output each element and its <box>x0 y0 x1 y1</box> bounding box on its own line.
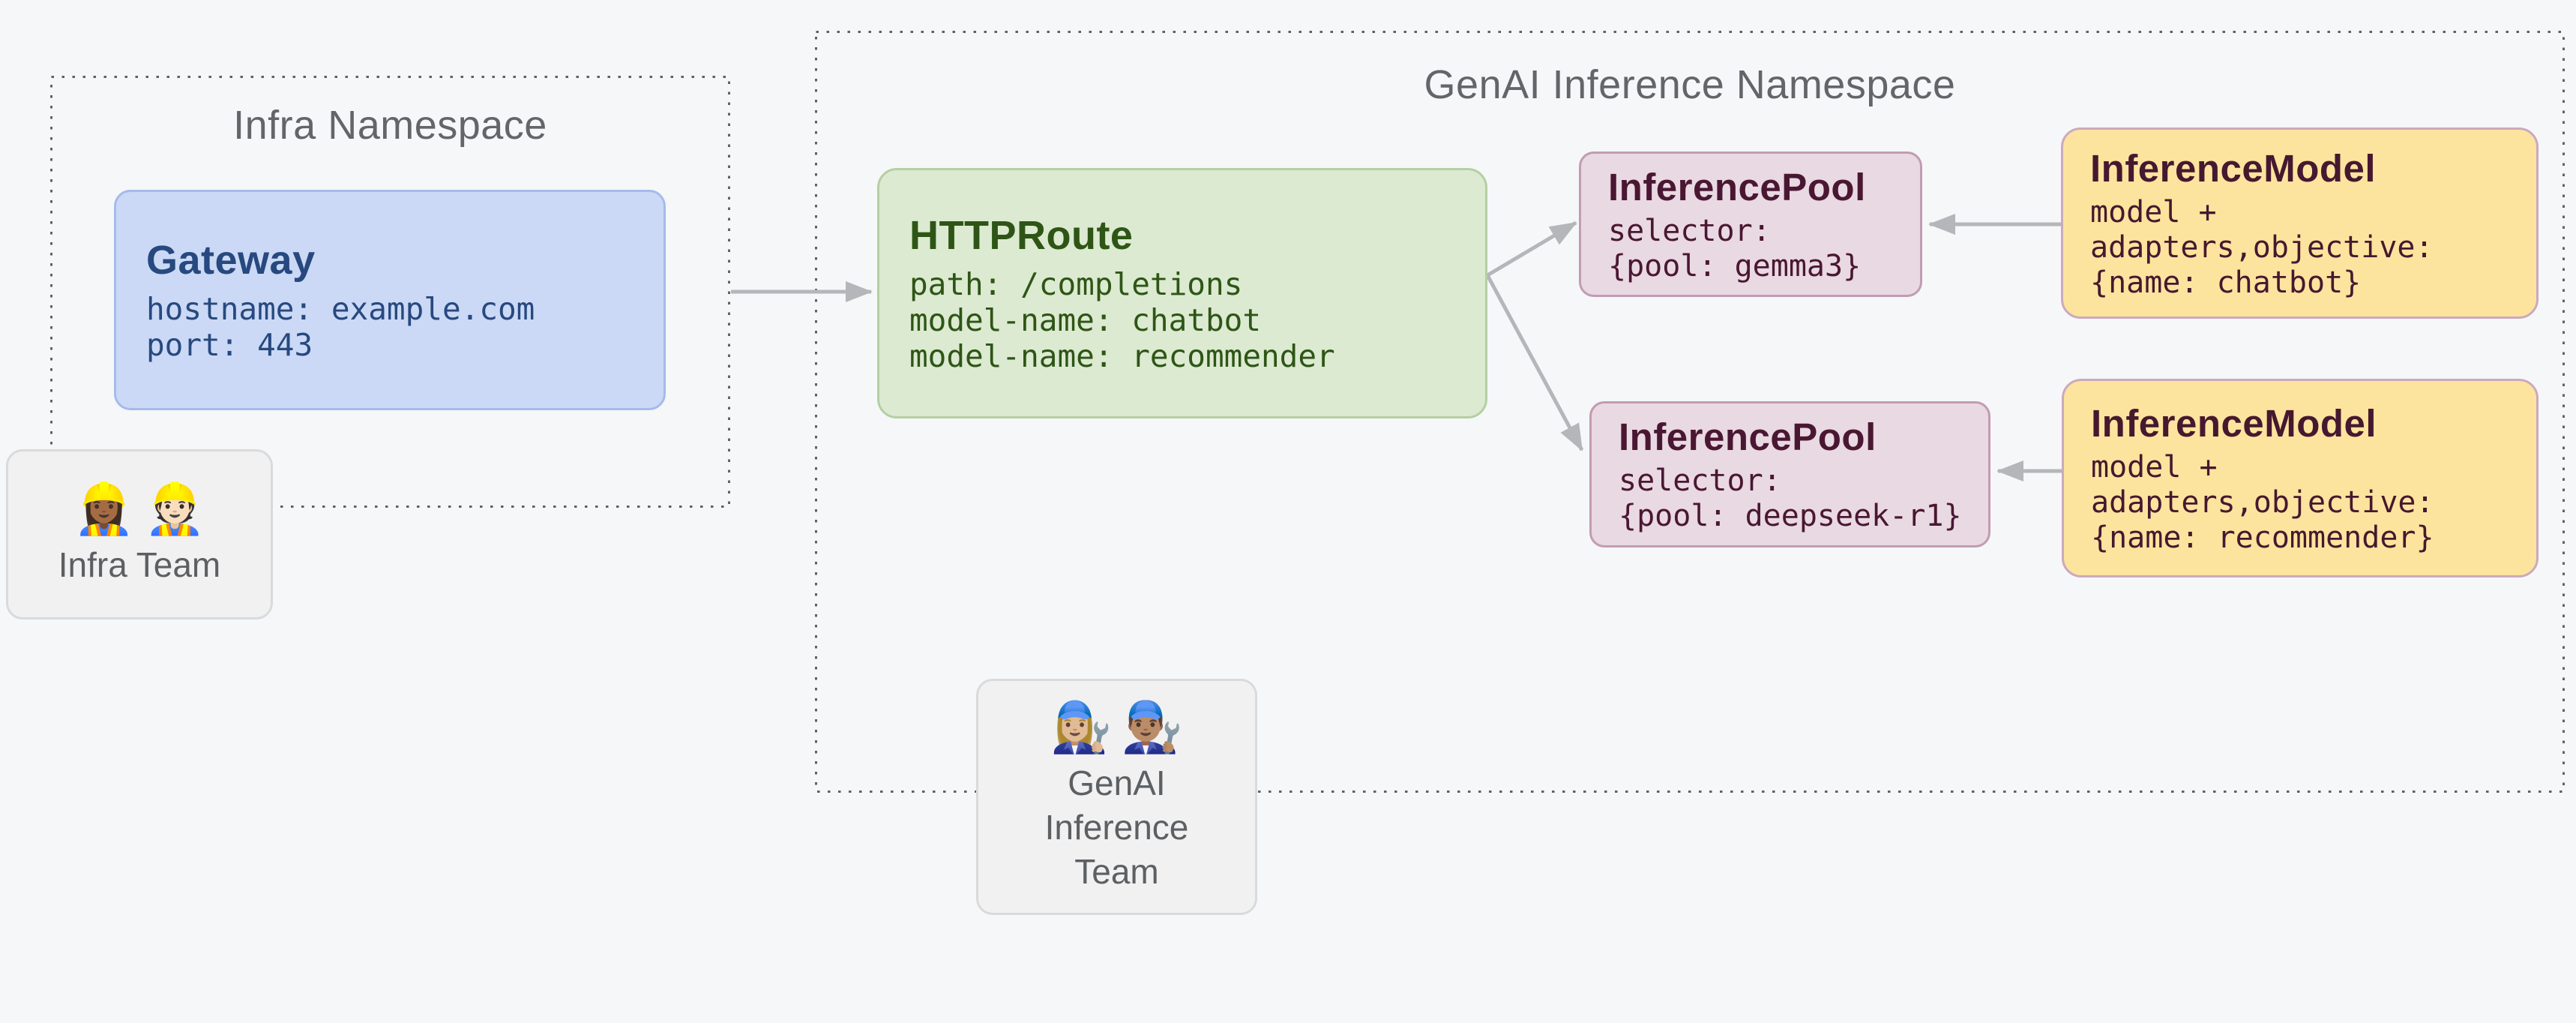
inference-model-recommender-line-2: adapters,objective: <box>2091 484 2434 520</box>
inference-pool-gemma3-value-line: {pool: gemma3} <box>1608 248 1862 284</box>
genai-team-emojis: 👩🏼‍🔧 👨🏽‍🔧 <box>1050 700 1182 754</box>
inference-pool-deepseek-value-line: {pool: deepseek-r1} <box>1619 499 1962 533</box>
inference-pool-deepseek-node: InferencePool selector: {pool: deepseek-… <box>1589 401 1990 548</box>
inference-model-recommender-line-1: model + <box>2091 449 2218 484</box>
man-mechanic-icon: 👨🏽‍🔧 <box>1121 698 1183 754</box>
genai-team-label-line-3: Team <box>1074 852 1159 892</box>
inference-pool-gemma3-selector-line: selector: <box>1608 213 1771 248</box>
inference-pool-gemma3-node: InferencePool selector: {pool: gemma3} <box>1579 152 1922 297</box>
arrow-httproute-to-pool-deepseek <box>1485 274 1584 452</box>
httproute-node-title: HTTPRoute <box>909 213 1134 258</box>
inference-model-chatbot-line-1: model + <box>2090 194 2217 230</box>
inference-pool-deepseek-title: InferencePool <box>1619 416 1877 458</box>
genai-inference-team-box: 👩🏼‍🔧 👨🏽‍🔧 GenAI Inference Team <box>976 679 1257 915</box>
genai-team-label-line-1: GenAI <box>1068 764 1166 803</box>
woman-mechanic-icon: 👩🏼‍🔧 <box>1050 698 1113 754</box>
httproute-model-recommender-line: model-name: recommender <box>909 338 1335 374</box>
inference-pool-deepseek-selector-line: selector: <box>1619 464 1781 498</box>
gateway-node: Gateway hostname: example.com port: 443 <box>114 190 666 410</box>
genai-team-label-line-2: Inference <box>1044 808 1189 848</box>
httproute-node: HTTPRoute path: /completions model-name:… <box>877 168 1487 418</box>
infra-team-box: 👷🏾‍♀️ 👷🏻 Infra Team <box>6 449 273 620</box>
inference-model-recommender-node: InferenceModel model + adapters,objectiv… <box>2062 379 2539 578</box>
infra-namespace-title: Infra Namespace <box>233 103 547 148</box>
gateway-hostname-line: hostname: example.com <box>146 291 535 327</box>
inference-model-recommender-title: InferenceModel <box>2091 401 2377 445</box>
gateway-node-title: Gateway <box>146 238 316 283</box>
infra-team-label: Infra Team <box>58 545 221 585</box>
httproute-path-line: path: /completions <box>909 266 1243 302</box>
genai-namespace-title: GenAI Inference Namespace <box>1424 62 1956 107</box>
genai-team-label: GenAI Inference Team <box>1045 761 1189 894</box>
man-construction-worker-icon: 👷🏻 <box>144 480 206 536</box>
inference-model-chatbot-title: InferenceModel <box>2090 146 2377 190</box>
arrow-httproute-to-pool-gemma3 <box>1486 220 1577 278</box>
inference-model-chatbot-line-3: {name: chatbot} <box>2090 265 2362 300</box>
inference-pool-gemma3-title: InferencePool <box>1608 165 1866 208</box>
gateway-port-line: port: 443 <box>146 327 313 363</box>
httproute-model-chatbot-line: model-name: chatbot <box>909 302 1261 338</box>
inference-model-recommender-line-3: {name: recommender} <box>2091 520 2434 555</box>
genai-namespace-boundary <box>815 31 2565 793</box>
infra-namespace-boundary <box>50 76 730 508</box>
infra-team-emojis: 👷🏾‍♀️ 👷🏻 <box>73 482 205 536</box>
inference-model-chatbot-line-2: adapters,objective: <box>2090 230 2434 265</box>
inference-model-chatbot-node: InferenceModel model + adapters,objectiv… <box>2061 128 2539 319</box>
woman-construction-worker-icon: 👷🏾‍♀️ <box>73 480 135 536</box>
